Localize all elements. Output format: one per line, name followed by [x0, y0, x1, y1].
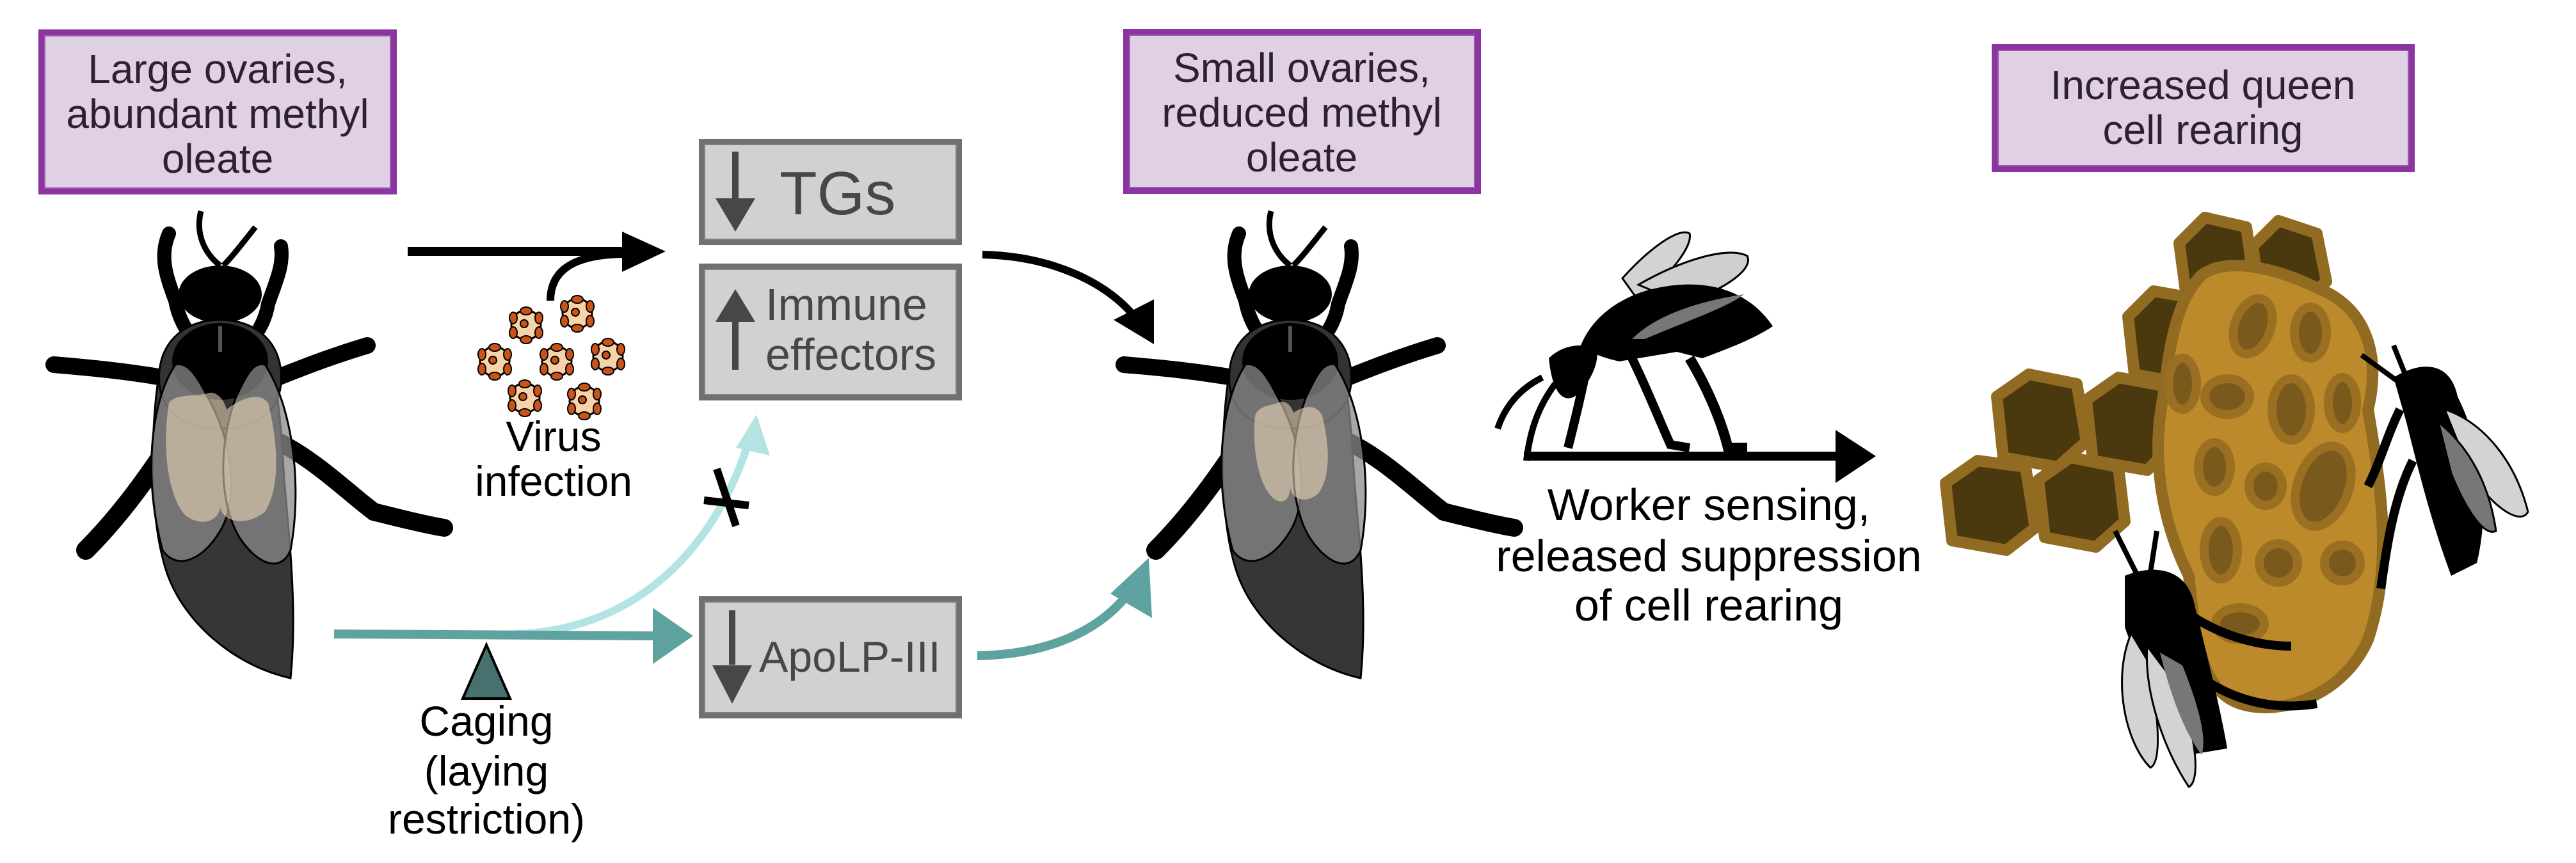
caging-label-line-2: (laying	[424, 747, 548, 795]
virus-particle-icon	[559, 294, 595, 333]
arrow-up-icon	[716, 289, 755, 370]
worker-label-line-3: of cell rearing	[1574, 580, 1843, 630]
arrow-virus-to-effects	[547, 250, 625, 301]
virus-particle-icon	[508, 306, 544, 345]
worker-label-line-1: Worker sensing,	[1548, 480, 1870, 530]
state-box-initial: Large ovaries, abundant methyl oleate	[38, 29, 397, 194]
effect-immune-line-1: Immune	[765, 280, 927, 329]
virus-label-line-1: Virus	[506, 413, 601, 460]
triangle-icon	[460, 642, 513, 700]
caging-label-line-3: restriction)	[388, 795, 585, 843]
caging-label-line-1: Caging	[419, 697, 553, 745]
state-box-reduced: Small ovaries, reduced methyl oleate	[1123, 29, 1481, 194]
state-box-outcome: Increased queen cell rearing	[1992, 44, 2415, 172]
state-reduced-line-1: Small ovaries,	[1173, 45, 1430, 91]
state-reduced-line-3: oleate	[1246, 134, 1357, 180]
state-initial-line-1: Large ovaries,	[88, 46, 348, 92]
effect-box-immune: Immune effectors	[699, 264, 962, 400]
virus-particle-icon	[590, 337, 626, 376]
effect-apolp-label: ApoLP-III	[759, 633, 941, 681]
virus-particle-icon	[539, 342, 575, 381]
queen-bee-icon	[54, 211, 444, 678]
worker-bee-icon	[1498, 232, 1773, 461]
state-outcome-line-1: Increased queen	[2051, 62, 2356, 108]
worker-label-line-2: released suppression	[1496, 531, 1921, 581]
arrow-queen-to-effects	[408, 232, 666, 272]
worker-bee-icon	[2113, 530, 2318, 788]
effect-box-tgs: TGs	[699, 139, 962, 245]
state-initial-line-2: abundant methyl	[66, 91, 369, 137]
ovaries-large	[166, 392, 276, 522]
virus-particle-icon	[507, 379, 543, 418]
honeycomb-queen-cell-icon	[1940, 212, 2389, 713]
state-outcome-line-2: cell rearing	[2102, 107, 2303, 153]
state-reduced-line-2: reduced methyl	[1162, 90, 1442, 136]
virus-label-line-2: infection	[475, 457, 632, 505]
virus-cluster	[477, 294, 626, 421]
arrow-down-icon	[716, 152, 755, 232]
arrow-caging-to-apolp	[333, 608, 693, 664]
arrow-down-icon	[712, 610, 752, 704]
arrow-apolp-to-queen2	[977, 558, 1152, 660]
virus-particle-icon	[477, 342, 513, 381]
arrow-caging-to-immune-blocked	[515, 415, 770, 638]
arrow-worker-sensing	[1524, 430, 1876, 483]
block-x-icon	[703, 468, 749, 527]
queen-bee-icon	[1124, 211, 1514, 678]
effect-tgs-label: TGs	[780, 159, 895, 228]
ovaries-small	[1254, 402, 1328, 502]
effect-immune-line-2: effectors	[765, 329, 936, 379]
worker-bee-icon	[2360, 344, 2529, 589]
effect-box-apolp: ApoLP-III	[699, 596, 962, 718]
arrow-effects-to-queen2	[982, 251, 1154, 344]
state-initial-line-3: oleate	[162, 136, 273, 182]
